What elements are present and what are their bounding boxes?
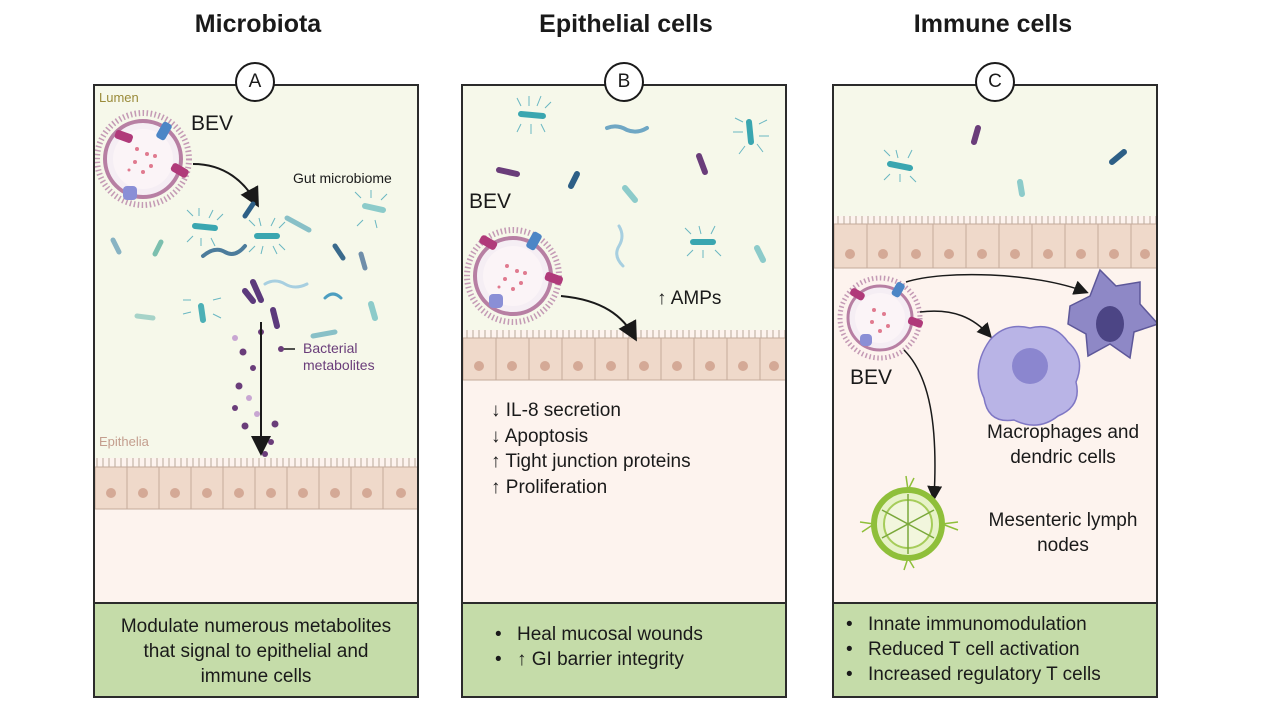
summary-epithelial: Heal mucosal wounds ↑ GI barrier integri…: [463, 602, 785, 696]
epithelia-label: Epithelia: [99, 434, 149, 449]
lymph-nodes-label: Mesenteric lymph nodes: [988, 510, 1138, 556]
summary-immune: Innate immunomodulation Reduced T cell a…: [834, 602, 1156, 696]
bev-vesicle-a: [95, 110, 192, 208]
epithelial-effects-list: ↓ IL-8 secretion ↓ Apoptosis ↑ Tight jun…: [491, 398, 691, 500]
amps-label: ↑ AMPs: [657, 288, 722, 309]
panel-a-illustration: [95, 86, 417, 696]
summary-item: ↑ GI barrier integrity: [495, 647, 785, 672]
effect-il8: ↓ IL-8 secretion: [491, 400, 621, 421]
summary-item: Innate immunomodulation: [846, 612, 1156, 637]
title-epithelial-cells: Epithelial cells: [539, 10, 713, 38]
bev-vesicle-b: [464, 227, 563, 325]
badge-b: B: [604, 62, 644, 102]
summary-microbiota: Modulate numerous metabolites that signa…: [95, 602, 417, 696]
gut-microbiome-label: Gut microbiome: [293, 170, 392, 186]
panel-epithelial-cells: BEV ↑ AMPs ↓ IL-8 secretion ↓ Apoptosis …: [461, 84, 787, 698]
bev-label-b: BEV: [469, 190, 512, 213]
badge-a: A: [235, 62, 275, 102]
bev-label-c: BEV: [850, 366, 893, 389]
bacterial-metabolites-label: Bacterial metabolites: [303, 340, 375, 373]
summary-microbiota-text: Modulate numerous metabolites that signa…: [120, 616, 392, 687]
summary-item: Reduced T cell activation: [846, 637, 1156, 662]
macrophage-cell: [977, 325, 1081, 426]
badge-c: C: [975, 62, 1015, 102]
lumen-label: Lumen: [99, 90, 139, 105]
title-microbiota: Microbiota: [194, 10, 322, 38]
dendritic-cell: [1067, 268, 1156, 360]
effect-proliferation: ↑ Proliferation: [491, 476, 608, 498]
effect-tight-junction: ↑ Tight junction proteins: [491, 451, 691, 472]
lymph-node: [859, 475, 959, 571]
effect-apoptosis: ↓ Apoptosis: [491, 425, 589, 447]
summary-item: Heal mucosal wounds: [495, 622, 785, 647]
title-immune-cells: Immune cells: [913, 10, 1073, 38]
bev-vesicle-c: [837, 275, 924, 361]
panel-microbiota: Lumen BEV Gut microbiome Bacterial metab…: [93, 84, 419, 698]
macrophages-label: Macrophages and dendric cells: [986, 422, 1140, 468]
bev-label-a: BEV: [191, 112, 234, 135]
panel-immune-cells: BEV Macrophages and dendric cells Mesent…: [832, 84, 1158, 698]
summary-item: Increased regulatory T cells: [846, 662, 1156, 687]
